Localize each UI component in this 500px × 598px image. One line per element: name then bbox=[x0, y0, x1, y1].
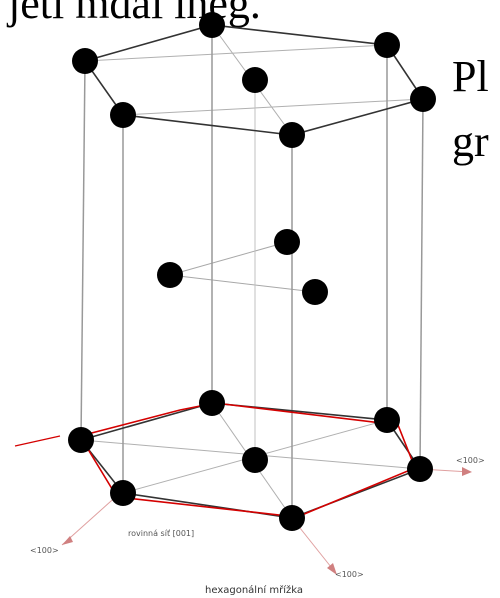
vertical-edges bbox=[80, 25, 424, 518]
atom bbox=[274, 229, 300, 255]
atom bbox=[407, 456, 433, 482]
atom bbox=[72, 48, 98, 74]
diagram-caption: hexagonální mřížka bbox=[205, 584, 303, 596]
atom bbox=[199, 12, 225, 38]
atom bbox=[302, 279, 328, 305]
atom bbox=[374, 32, 400, 58]
atom bbox=[279, 505, 305, 531]
basal-plane-outline bbox=[78, 402, 417, 518]
atom bbox=[68, 427, 94, 453]
slide-body-text-line-2: gr bbox=[452, 117, 489, 166]
axis-label-bottom: <100> bbox=[335, 570, 364, 579]
atoms bbox=[68, 12, 436, 531]
atom bbox=[279, 122, 305, 148]
atom bbox=[110, 480, 136, 506]
atom bbox=[199, 390, 225, 416]
basal-plane-label: rovinná síť [001] bbox=[128, 529, 194, 538]
axis-label-right: <100> bbox=[456, 456, 485, 465]
atom bbox=[157, 262, 183, 288]
slide-body-text-line-1: Pl bbox=[452, 52, 489, 101]
atom bbox=[374, 407, 400, 433]
atom bbox=[242, 447, 268, 473]
axis-label-left: <100> bbox=[30, 546, 59, 555]
atom bbox=[110, 102, 136, 128]
atom bbox=[410, 86, 436, 112]
atom bbox=[242, 67, 268, 93]
thin-internal-lines bbox=[80, 24, 424, 519]
